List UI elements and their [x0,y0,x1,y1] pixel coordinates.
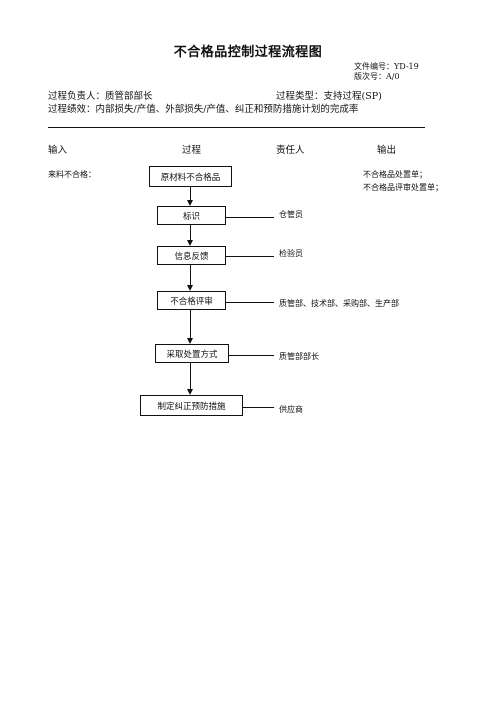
responsible-label: 质管部部长 [279,352,319,361]
step-label: 标识 [182,211,200,222]
column-header-input: 输入 [48,145,68,156]
responsible-connector [226,217,274,218]
process-owner: 过程负责人：质管部部长 [48,91,153,102]
column-header-output: 输出 [377,145,397,156]
step-label: 采取处置方式 [166,349,218,360]
step-identification: 标识 [157,206,226,225]
step-label: 制定纠正预防措施 [157,401,226,412]
responsible-label: 供应商 [279,405,303,414]
step-feedback: 信息反馈 [157,246,226,265]
arrow-down-icon [187,389,193,395]
flow-connector [190,310,191,338]
arrow-down-icon [187,240,193,246]
output-item: 不合格品处置单； [363,170,427,179]
process-performance: 过程绩效：内部损失/产值、外部损失/产值、纠正和预防措施计划的完成率 [48,104,359,115]
arrow-down-icon [187,338,193,344]
responsible-label: 质管部、技术部、采购部、生产部 [279,299,399,308]
responsible-connector [243,407,274,408]
input-text: 来料不合格： [48,170,96,179]
header-divider [48,127,425,128]
version-number: 版次号：A/0 [354,72,400,81]
flow-connector [190,187,191,200]
flow-connector [190,363,191,389]
arrow-down-icon [187,200,193,206]
flow-connector [190,265,191,285]
responsible-connector [226,302,274,303]
doc-number: 文件编号：YD-19 [354,62,419,71]
step-corrective-action: 制定纠正预防措施 [140,395,243,416]
step-label: 信息反馈 [174,251,209,262]
process-type: 过程类型：支持过程(SP) [276,91,382,102]
responsible-label: 检验员 [279,249,303,258]
output-item: 不合格品评审处置单； [363,183,443,192]
responsible-label: 仓管员 [279,210,303,219]
step-label: 原材料不合格品 [160,172,221,183]
step-label: 不合格评审 [170,296,213,307]
column-header-responsible: 责任人 [276,145,305,156]
step-disposition: 采取处置方式 [155,344,229,363]
page-title: 不合格品控制过程流程图 [173,45,323,60]
step-review: 不合格评审 [157,291,226,310]
step-raw-material-nonconforming: 原材料不合格品 [149,166,232,187]
flow-connector [190,225,191,240]
arrow-down-icon [187,285,193,291]
responsible-connector [226,256,274,257]
column-header-process: 过程 [182,145,202,156]
responsible-connector [229,355,274,356]
